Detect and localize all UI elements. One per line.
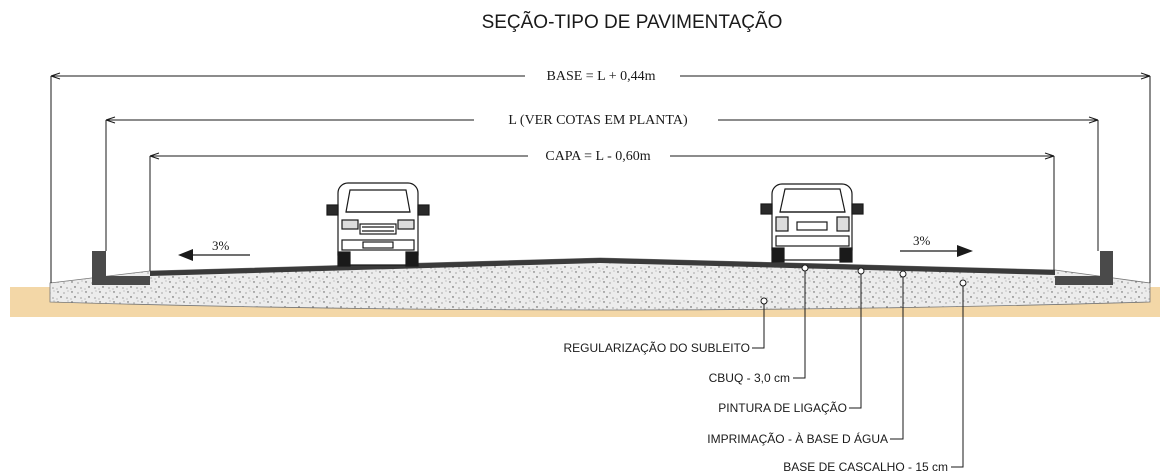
dimension-capa <box>149 152 1055 271</box>
gravel-base-layer <box>49 257 1151 311</box>
car-rear-view <box>760 183 864 263</box>
dimension-width <box>105 116 1099 251</box>
label-subleito: REGULARIZAÇÃO DO SUBLEITO <box>564 341 751 355</box>
slope-right-label: 3% <box>913 233 931 248</box>
left-curb <box>92 251 150 285</box>
marker-cbuq <box>801 264 809 272</box>
asphalt-surface <box>150 258 1055 276</box>
leader-markers <box>760 264 967 305</box>
marker-pintura <box>857 267 865 275</box>
dimension-base-label: BASE = L + 0,44m <box>547 69 656 84</box>
diagram-title: SEÇÃO-TIPO DE PAVIMENTAÇÃO <box>482 11 783 33</box>
slope-right-arrow <box>900 245 973 257</box>
right-curb <box>1055 251 1113 285</box>
car-front-view <box>326 182 430 267</box>
dimension-capa-label: CAPA = L - 0,60m <box>545 149 650 164</box>
marker-subleito <box>760 297 768 305</box>
leader-lines <box>752 268 964 468</box>
marker-base <box>959 279 967 287</box>
dimension-width-label: L (VER COTAS EM PLANTA) <box>508 113 688 128</box>
label-base: BASE DE CASCALHO - 15 cm <box>783 460 948 474</box>
slope-left-arrow <box>178 249 250 261</box>
dimension-base <box>50 72 1151 283</box>
marker-imprimacao <box>899 270 907 278</box>
label-pintura: PINTURA DE LIGAÇÃO <box>718 401 847 415</box>
label-imprimacao: IMPRIMAÇÃO - À BASE D ÁGUA <box>707 431 888 446</box>
slope-left-label: 3% <box>212 238 230 253</box>
label-cbuq: CBUQ - 3,0 cm <box>709 371 790 385</box>
